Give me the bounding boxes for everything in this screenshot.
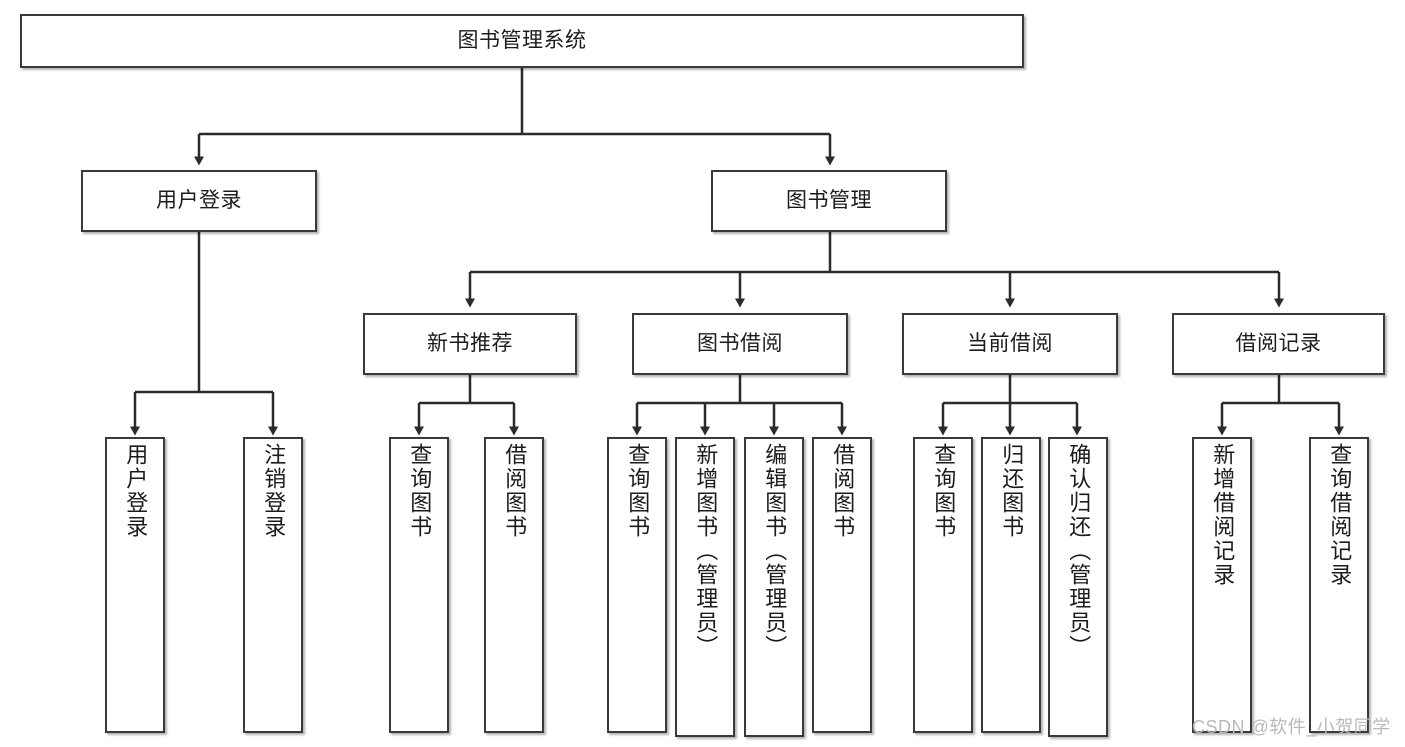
node-book-borrow[interactable]: 图书借阅 bbox=[632, 313, 848, 375]
leaf-add-record[interactable]: 新增借阅记录 bbox=[1192, 437, 1252, 733]
leaf-query-book-1-label: 查询图书 bbox=[407, 443, 433, 539]
leaf-borrow-book-2-label: 借阅图书 bbox=[830, 443, 856, 539]
leaf-add-book[interactable]: 新增图书（管理员） bbox=[675, 437, 735, 737]
node-current-borrow-label: 当前借阅 bbox=[967, 331, 1053, 355]
leaf-confirm-return-label: 确认归还（管理员） bbox=[1066, 443, 1092, 659]
watermark: CSDN @软件_小贺同学 bbox=[1192, 717, 1391, 737]
leaf-query-book-2[interactable]: 查询图书 bbox=[607, 437, 667, 733]
node-book-borrow-label: 图书借阅 bbox=[697, 331, 783, 355]
leaf-edit-book-label: 编辑图书（管理员） bbox=[762, 443, 788, 659]
node-borrow-record[interactable]: 借阅记录 bbox=[1172, 313, 1385, 375]
node-book-management-label: 图书管理 bbox=[786, 188, 872, 212]
node-borrow-record-label: 借阅记录 bbox=[1235, 331, 1322, 355]
node-user-login[interactable]: 用户登录 bbox=[81, 170, 317, 232]
leaf-add-book-label: 新增图书（管理员） bbox=[693, 443, 719, 659]
leaf-confirm-return[interactable]: 确认归还（管理员） bbox=[1048, 437, 1108, 737]
leaf-logout-login[interactable]: 注销登录 bbox=[243, 437, 303, 733]
leaf-borrow-book-2[interactable]: 借阅图书 bbox=[812, 437, 872, 733]
leaf-return-book-label: 归还图书 bbox=[999, 443, 1025, 539]
leaf-borrow-book-1-label: 借阅图书 bbox=[502, 443, 528, 539]
node-new-book-recommend[interactable]: 新书推荐 bbox=[363, 313, 577, 375]
leaf-user-login-label: 用户登录 bbox=[123, 443, 149, 539]
leaf-add-record-label: 新增借阅记录 bbox=[1210, 443, 1236, 587]
leaf-query-record[interactable]: 查询借阅记录 bbox=[1309, 437, 1369, 733]
leaf-edit-book[interactable]: 编辑图书（管理员） bbox=[744, 437, 804, 737]
node-root-label: 图书管理系统 bbox=[457, 28, 587, 52]
leaf-return-book[interactable]: 归还图书 bbox=[981, 437, 1041, 733]
node-current-borrow[interactable]: 当前借阅 bbox=[902, 313, 1118, 375]
leaf-borrow-book-1[interactable]: 借阅图书 bbox=[484, 437, 544, 733]
leaf-user-login[interactable]: 用户登录 bbox=[105, 437, 165, 733]
leaf-query-record-label: 查询借阅记录 bbox=[1327, 443, 1353, 587]
node-user-login-label: 用户登录 bbox=[156, 188, 242, 212]
leaf-logout-login-label: 注销登录 bbox=[261, 443, 287, 539]
leaf-query-book-3[interactable]: 查询图书 bbox=[913, 437, 973, 733]
node-new-book-recommend-label: 新书推荐 bbox=[427, 331, 513, 355]
leaf-query-book-3-label: 查询图书 bbox=[931, 443, 957, 539]
node-book-management[interactable]: 图书管理 bbox=[711, 170, 947, 232]
leaf-query-book-1[interactable]: 查询图书 bbox=[389, 437, 449, 733]
leaf-query-book-2-label: 查询图书 bbox=[625, 443, 651, 539]
node-root[interactable]: 图书管理系统 bbox=[20, 14, 1024, 68]
